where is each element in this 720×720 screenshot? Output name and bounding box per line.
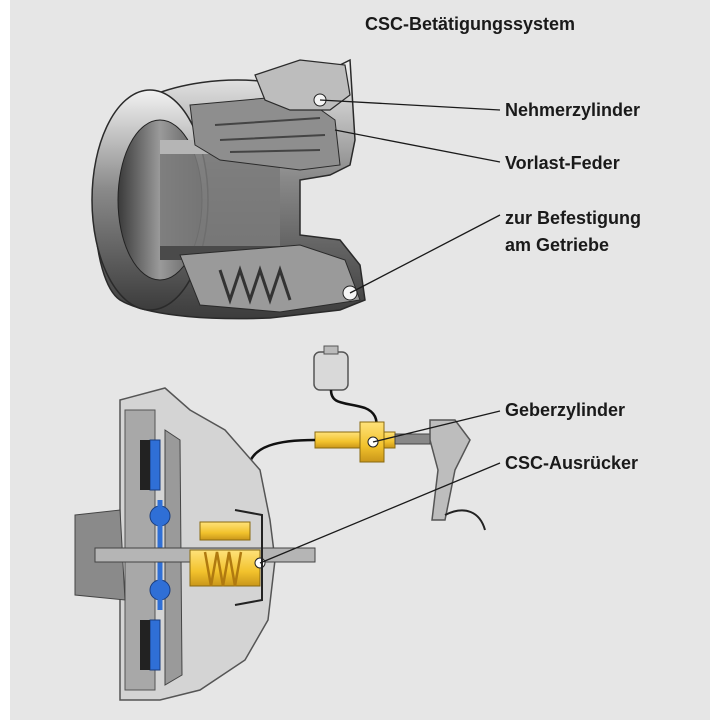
label-nehmerzylinder: Nehmerzylinder [505,100,641,120]
label-befestigung-line2: am Getriebe [505,235,610,255]
figure-title: CSC-Betätigungssystem [365,14,576,34]
fluid-reservoir [313,351,349,391]
clutch-disc-lower [149,619,161,671]
master-cylinder [314,421,431,463]
label-csc-ausruecker: CSC-Ausrücker [505,453,639,473]
clutch-pedal [429,419,471,521]
csc-hydraulic-connection [254,59,351,111]
label-geberzylinder: Geberzylinder [505,400,626,420]
label-befestigung-line1: zur Befestigung [505,208,642,228]
bottom-leader-lines [259,410,501,564]
top-leader-lines [319,99,501,294]
clutch-system-diagram [74,345,486,701]
label-vorlast-feder: Vorlast-Feder [505,153,620,173]
csc-preload-spring [218,265,292,305]
csc-cutaway-unit [91,58,366,320]
housing-outline [234,509,263,606]
csc-lower-cutaway [179,244,361,313]
clutch-disc-upper [149,439,161,491]
csc-release-bearing [189,521,266,587]
